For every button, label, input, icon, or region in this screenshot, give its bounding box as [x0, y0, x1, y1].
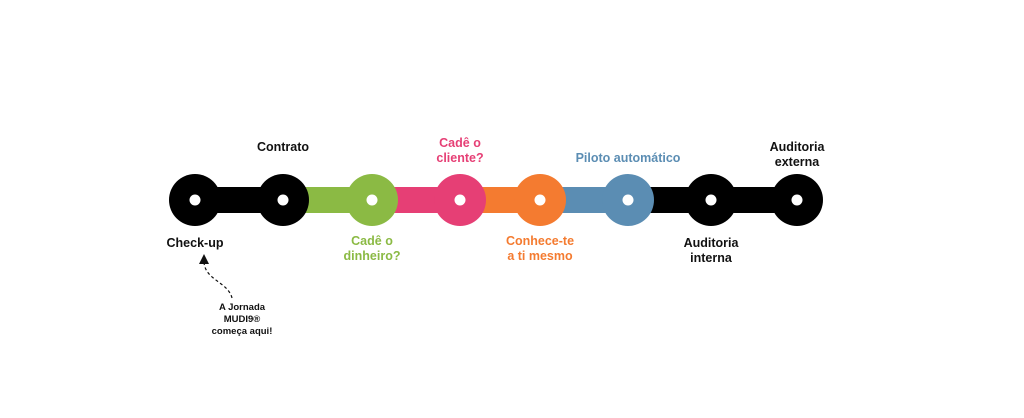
- start-arrow: [199, 254, 233, 299]
- stage-label-line: Piloto automático: [575, 151, 681, 165]
- stage-label-line: Cadê o: [439, 136, 481, 150]
- dashed-arrow-line: [203, 261, 233, 299]
- start-note-line-3: começa aqui!: [211, 326, 273, 337]
- stage-node-dot: [277, 194, 289, 206]
- stage-label-check-up: Check-up: [167, 236, 224, 251]
- stage-label-line: interna: [690, 251, 732, 265]
- stage-node-dot: [534, 194, 546, 206]
- stage-node-dot: [366, 194, 378, 206]
- stage-label-line: Cadê o: [351, 234, 393, 248]
- start-note-line-1: A Jornada: [218, 302, 266, 313]
- stage-node-dot: [705, 194, 717, 206]
- stage-label-line: Auditoria: [683, 236, 739, 250]
- stage-label-line: externa: [774, 155, 820, 169]
- stage-label-line: Check-up: [166, 236, 224, 250]
- stage-label-contrato: Contrato: [257, 140, 309, 155]
- stage-label-line: dinheiro?: [343, 249, 401, 263]
- stage-label-line: cliente?: [436, 151, 484, 165]
- stage-label-line: Conhece-te: [505, 234, 575, 248]
- stage-node-dot: [189, 194, 201, 206]
- stage-nodes: [169, 174, 823, 226]
- start-note: A Jornada MUDI9® começa aqui!: [212, 302, 273, 338]
- start-note-line-2: MUDI9®: [223, 314, 261, 325]
- stage-node-dot: [454, 194, 466, 206]
- stage-label-piloto-automatico: Piloto automático: [576, 151, 681, 166]
- stage-label-line: Contrato: [256, 140, 310, 154]
- stage-node-dot: [791, 194, 803, 206]
- stage-node-dot: [622, 194, 634, 206]
- stage-label-line: Auditoria: [769, 140, 825, 154]
- stage-label-line: a ti mesmo: [507, 249, 573, 263]
- arrow-head-icon: [199, 254, 209, 264]
